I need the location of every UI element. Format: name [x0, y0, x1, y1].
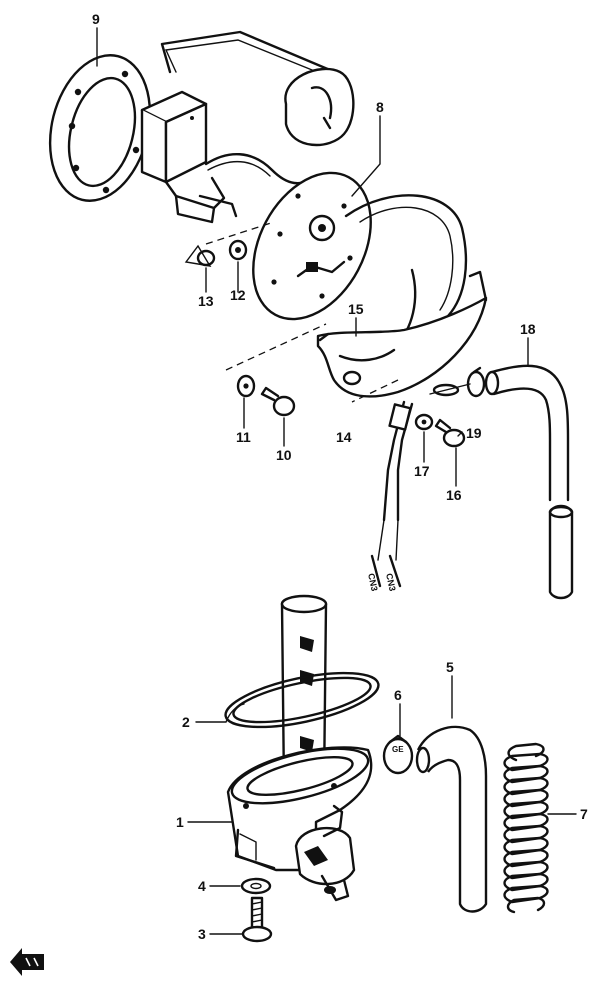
assembly-line-upper	[225, 323, 327, 371]
spring-part-7	[503, 742, 549, 914]
callout-10: 10	[276, 447, 292, 463]
nut-part-12	[228, 239, 248, 261]
callout-18: 18	[520, 321, 536, 337]
bolt-part-3	[241, 896, 273, 943]
sender-housing	[344, 194, 488, 346]
leader-lines	[96, 27, 577, 935]
callout-13: 13	[198, 293, 214, 309]
callout-11: 11	[236, 429, 251, 445]
assembly-line-14	[351, 379, 399, 403]
bowl-part-15	[316, 296, 488, 398]
sender-wire-inner	[207, 160, 271, 177]
wire-harness: CN3 CN3	[366, 400, 414, 592]
callout-1: 1	[176, 814, 184, 830]
callout-6: 6	[394, 687, 402, 703]
svg-text:CN3: CN3	[384, 572, 398, 592]
callout-19: 19	[466, 425, 482, 441]
washer-part-13	[184, 244, 216, 267]
callout-12: 12	[230, 287, 246, 303]
screw-part-16	[434, 418, 466, 448]
callout-labels: 9 8 13 12 15 18 11 10 14 19 17 16 5 6 2 …	[92, 11, 588, 942]
valve-lever	[294, 804, 356, 902]
washer-part-11	[236, 374, 256, 398]
callout-2: 2	[182, 714, 190, 730]
mounting-plate-part-8	[252, 171, 372, 321]
screw-part-10	[260, 386, 296, 417]
svg-text:GE: GE	[392, 745, 404, 754]
callout-14: 14	[336, 429, 352, 445]
valve-stem	[280, 594, 328, 790]
front-direction-arrow-icon	[10, 948, 44, 976]
float	[284, 67, 355, 147]
grommet	[432, 383, 460, 397]
gasket-part-2	[224, 671, 380, 729]
callout-5: 5	[446, 659, 454, 675]
hose-part-5	[415, 725, 488, 913]
svg-text:CN3: CN3	[366, 572, 380, 592]
clamp-part-6: GE	[382, 734, 414, 775]
washer-part-4	[240, 877, 272, 895]
hose-part-18	[484, 364, 574, 600]
washer-part-17	[414, 413, 434, 431]
callout-9: 9	[92, 11, 100, 27]
sending-unit-box	[140, 90, 238, 224]
callout-3: 3	[198, 926, 206, 942]
callout-7: 7	[580, 806, 588, 822]
callout-15: 15	[348, 301, 364, 317]
callout-16: 16	[446, 487, 462, 503]
callout-8: 8	[376, 99, 384, 115]
clamp-part-19	[466, 366, 486, 398]
callout-17: 17	[414, 463, 430, 479]
callout-4: 4	[198, 878, 206, 894]
